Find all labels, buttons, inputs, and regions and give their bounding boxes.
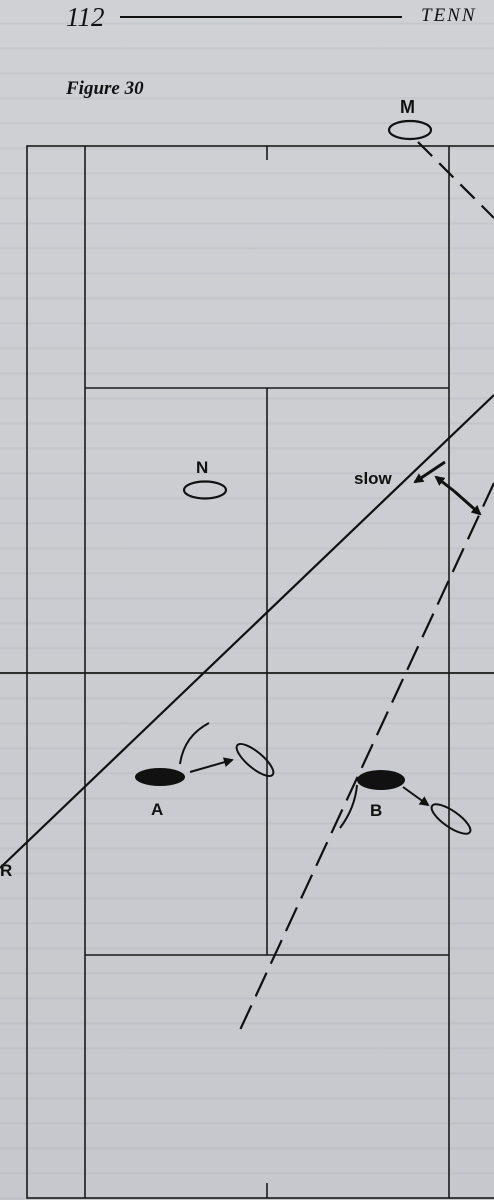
label-m: M <box>400 97 415 117</box>
player-m-marker <box>387 119 433 141</box>
court-outline <box>26 145 494 1199</box>
page-header: 112 TENN <box>0 0 494 32</box>
player-n-marker <box>182 480 228 500</box>
ball-path-dashed-m <box>417 141 494 219</box>
label-n: N <box>196 458 208 477</box>
label-r: R <box>0 861 12 880</box>
ball-path-solid <box>0 394 494 869</box>
ball-path-dashed-bottom <box>239 482 494 1031</box>
header-rule <box>120 16 402 18</box>
slow-arrow-up <box>434 475 455 493</box>
player-b-new-position <box>430 803 472 835</box>
label-slow: slow <box>354 469 393 488</box>
player-a-new-position <box>235 742 275 778</box>
player-b-swing-arc <box>339 784 358 829</box>
player-a-marker <box>135 768 185 786</box>
page-number: 112 <box>66 2 105 32</box>
label-a: A <box>151 800 163 819</box>
player-a-move-arrow <box>189 757 234 773</box>
figure-caption: Figure 30 <box>66 78 144 99</box>
court-lines <box>0 145 494 1199</box>
slow-arrow-left <box>413 460 446 484</box>
player-b-move-arrow <box>402 786 430 807</box>
player-a-swing-arc <box>179 722 210 765</box>
player-b-marker <box>357 770 405 790</box>
label-b: B <box>370 801 382 820</box>
running-title: TENN <box>421 5 477 26</box>
slow-arrow-down <box>453 489 482 516</box>
